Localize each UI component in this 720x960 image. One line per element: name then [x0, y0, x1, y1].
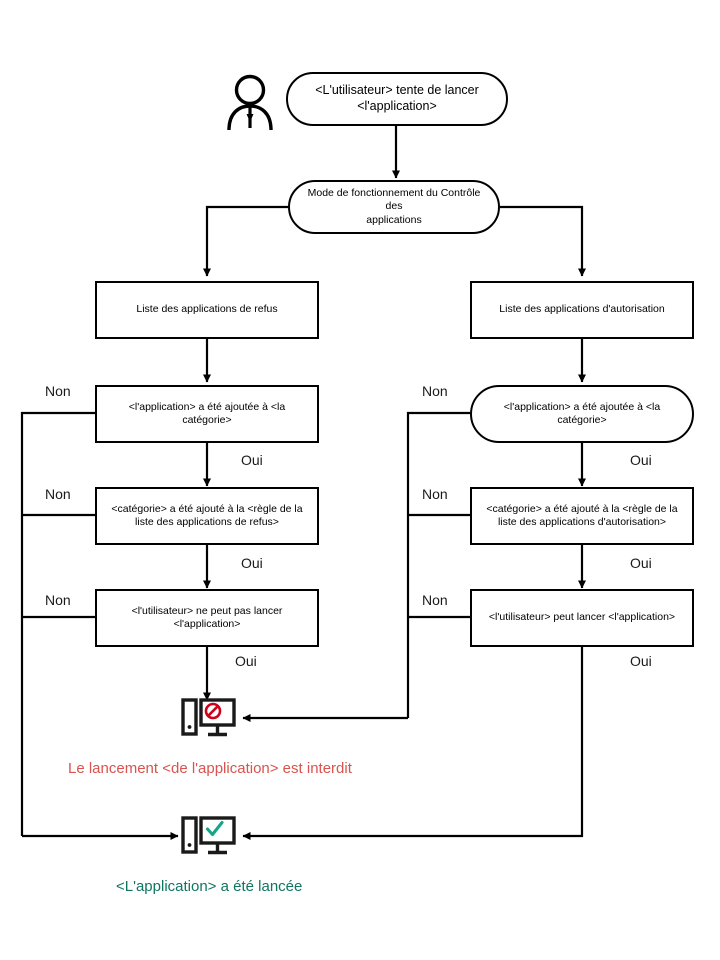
edge-label-right-oui-1: Oui — [630, 452, 652, 468]
node-right-question-2-line2: liste des applications d'autorisation> — [497, 516, 667, 528]
caption-blocked: Le lancement <de l'application> est inte… — [68, 760, 352, 777]
node-right-question-2-line1: <catégorie> a été ajouté à la <règle de … — [486, 502, 678, 515]
edge-label-left-oui-1: Oui — [241, 452, 263, 468]
edge-mode-to-deny — [203, 205, 288, 277]
node-left-question-3-line1: <l'utilisateur> ne peut pas lancer — [131, 604, 283, 617]
edge-label-right-non-2: Non — [422, 486, 448, 502]
node-start-line2: <l'application> — [357, 99, 437, 113]
node-start[interactable]: <L'utilisateur> tente de lancer <l'appli… — [286, 72, 508, 126]
node-mode[interactable]: Mode de fonctionnement du Contrôle des a… — [288, 180, 500, 234]
edge-label-right-oui-2: Oui — [630, 555, 652, 571]
node-allow-list[interactable]: Liste des applications d'autorisation — [470, 281, 694, 339]
computer-allowed-icon — [181, 815, 236, 859]
edge-label-right-non-3: Non — [422, 592, 448, 608]
node-mode-line2: applications — [366, 213, 422, 226]
edge-rightq1-non — [406, 411, 470, 718]
node-right-question-3-label: <l'utilisateur> peut lancer <l'applicati… — [488, 611, 676, 624]
node-mode-line1: Mode de fonctionnement du Contrôle des — [307, 187, 481, 213]
node-deny-list[interactable]: Liste des applications de refus — [95, 281, 319, 339]
node-start-line1: <L'utilisateur> tente de lancer — [315, 83, 479, 98]
edge-leftq1-non — [20, 411, 95, 836]
node-left-question-1[interactable]: <l'application> a été ajoutée à <la caté… — [95, 385, 319, 443]
node-right-question-2[interactable]: <catégorie> a été ajouté à la <règle de … — [470, 487, 694, 545]
node-right-question-1-line2: catégorie> — [557, 414, 607, 426]
edge-label-left-non-1: Non — [45, 383, 71, 399]
node-allow-list-label: Liste des applications d'autorisation — [499, 303, 665, 316]
edge-rightq3-oui-to-launched — [242, 647, 584, 840]
node-left-question-2-line1: <catégorie> a été ajouté à la <règle de … — [111, 502, 303, 515]
user-person-icon — [222, 70, 278, 132]
edge-label-right-oui-3: Oui — [630, 653, 652, 669]
node-right-question-1-line1: <l'application> a été ajoutée à <la — [503, 400, 661, 413]
node-deny-list-label: Liste des applications de refus — [136, 303, 278, 316]
node-right-question-3[interactable]: <l'utilisateur> peut lancer <l'applicati… — [470, 589, 694, 647]
caption-launched: <L'application> a été lancée — [116, 878, 303, 895]
computer-blocked-icon — [181, 697, 236, 741]
edge-label-right-non-1: Non — [422, 383, 448, 399]
edge-label-left-non-2: Non — [45, 486, 71, 502]
node-left-question-3[interactable]: <l'utilisateur> ne peut pas lancer <l'ap… — [95, 589, 319, 647]
edge-mode-to-allow — [500, 205, 586, 277]
node-left-question-1-line2: catégorie> — [182, 414, 232, 426]
node-left-question-3-line2: <l'application> — [173, 618, 241, 630]
edge-label-left-oui-3: Oui — [235, 653, 257, 669]
node-right-question-1[interactable]: <l'application> a été ajoutée à <la caté… — [470, 385, 694, 443]
edge-label-left-oui-2: Oui — [241, 555, 263, 571]
node-left-question-2[interactable]: <catégorie> a été ajouté à la <règle de … — [95, 487, 319, 545]
edge-label-left-non-3: Non — [45, 592, 71, 608]
node-left-question-2-line2: liste des applications de refus> — [135, 516, 279, 528]
node-left-question-1-line1: <l'application> a été ajoutée à <la — [128, 400, 286, 413]
